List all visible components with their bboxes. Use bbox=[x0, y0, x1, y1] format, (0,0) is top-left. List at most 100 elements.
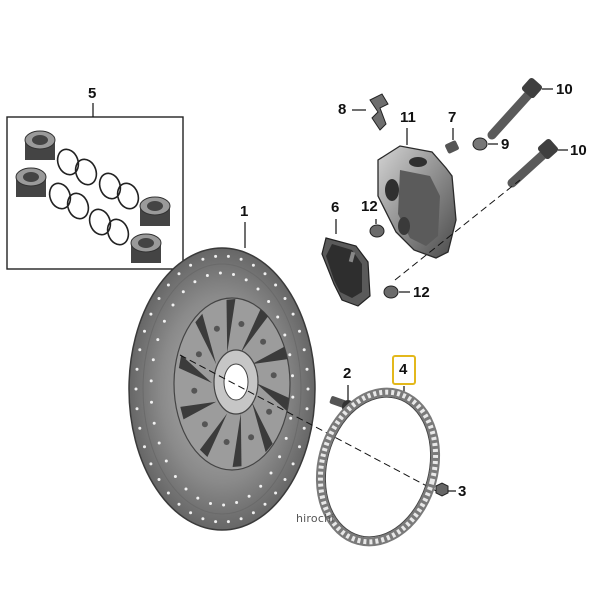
callout-10-upper: 10 bbox=[556, 81, 573, 98]
disc-hole bbox=[209, 502, 212, 505]
caliper-sleeve-lower bbox=[383, 285, 410, 299]
disc-hole bbox=[156, 338, 160, 342]
carrier-rivet bbox=[266, 408, 273, 415]
kit-piston bbox=[24, 130, 56, 160]
disc-hole bbox=[189, 511, 193, 515]
disc-hole bbox=[177, 502, 181, 506]
carrier-spoke bbox=[199, 413, 228, 457]
disc-hole bbox=[205, 274, 209, 277]
disc-hole bbox=[278, 455, 282, 459]
disc-hole bbox=[143, 445, 146, 449]
callout-5: 5 bbox=[88, 85, 97, 102]
callout-2: 2 bbox=[343, 365, 352, 382]
disc-hole bbox=[283, 297, 287, 300]
disc-hole bbox=[196, 496, 200, 500]
disc-hole bbox=[291, 395, 295, 399]
pad-spring bbox=[352, 93, 389, 131]
callout-1: 1 bbox=[240, 203, 249, 220]
disc-hole bbox=[251, 263, 255, 267]
carrier-spoke bbox=[226, 299, 236, 353]
disc-hole bbox=[269, 471, 273, 475]
callout-8: 8 bbox=[338, 101, 347, 118]
abs-sensor-ring bbox=[315, 386, 441, 547]
disc-hole bbox=[149, 312, 153, 316]
brake-pad bbox=[321, 219, 371, 307]
disc-hole bbox=[149, 462, 153, 466]
disc-hole bbox=[274, 283, 278, 287]
bleed-cap bbox=[472, 137, 498, 151]
callout-10-lower: 10 bbox=[570, 142, 587, 159]
disc-hole bbox=[157, 297, 161, 300]
carrier-rivet bbox=[248, 434, 255, 441]
disc-hole bbox=[235, 501, 239, 504]
disc-hole bbox=[149, 379, 153, 383]
disc-hole bbox=[184, 487, 188, 491]
kit-seal-rings bbox=[48, 148, 140, 246]
disc-hole bbox=[152, 421, 156, 425]
caliper-sleeve-upper bbox=[369, 219, 385, 238]
disc-hole bbox=[143, 329, 146, 333]
disc-hole bbox=[288, 353, 292, 357]
carrier-rivet bbox=[201, 421, 208, 428]
disc-hole bbox=[289, 416, 293, 420]
disc-hole bbox=[259, 484, 263, 488]
disc-hole bbox=[247, 494, 251, 498]
callout-7: 7 bbox=[448, 109, 457, 126]
disc-hole bbox=[302, 348, 306, 352]
disc-hole bbox=[177, 272, 181, 276]
disc-hole bbox=[291, 462, 295, 466]
disc-hole bbox=[181, 290, 185, 294]
disc-hole bbox=[306, 387, 310, 391]
carrier-spoke bbox=[178, 355, 212, 383]
disc-hole bbox=[244, 278, 248, 282]
carrier-rivet bbox=[213, 325, 220, 332]
disc-hole bbox=[291, 374, 294, 378]
disc-hole bbox=[135, 367, 139, 371]
disc-hole bbox=[256, 287, 260, 291]
disc-hole bbox=[239, 517, 243, 521]
disc-hole bbox=[164, 459, 168, 463]
carrier-rivet bbox=[223, 439, 230, 445]
disc-hole bbox=[298, 445, 301, 449]
kit-frame bbox=[6, 116, 184, 270]
callout-6: 6 bbox=[331, 199, 340, 216]
disc-hole bbox=[171, 303, 175, 307]
disc-hole bbox=[189, 263, 193, 267]
disc-hole bbox=[232, 273, 235, 276]
disc-hole bbox=[135, 407, 139, 411]
kit-piston bbox=[139, 196, 171, 226]
callout-3: 3 bbox=[458, 483, 467, 500]
piston-seal-kit-group bbox=[6, 103, 184, 270]
carrier-rivet bbox=[191, 387, 198, 394]
disc-hole bbox=[151, 358, 155, 362]
assembly-line bbox=[394, 179, 521, 281]
disc-hole bbox=[193, 280, 197, 284]
axis-line bbox=[179, 354, 441, 494]
caliper-bolt-lower bbox=[507, 138, 568, 188]
disc-hole bbox=[214, 520, 218, 524]
disc-hole bbox=[291, 312, 295, 316]
disc-hole bbox=[263, 272, 267, 276]
disc-hole bbox=[298, 329, 301, 333]
disc-hole bbox=[166, 283, 170, 287]
disc-hole bbox=[218, 271, 222, 275]
disc-hole bbox=[276, 315, 280, 319]
disc-hole bbox=[263, 502, 267, 506]
disc-perforations bbox=[134, 254, 310, 524]
carrier-rivet bbox=[260, 338, 267, 345]
disc-hole bbox=[173, 475, 177, 478]
disc-hole bbox=[162, 319, 166, 323]
carrier-spoke bbox=[180, 401, 217, 420]
caliper-bolt-upper bbox=[487, 77, 553, 140]
disc-hole bbox=[134, 387, 138, 391]
kit-piston bbox=[15, 167, 47, 197]
bleed-valve bbox=[445, 128, 459, 154]
disc-hole bbox=[284, 436, 288, 440]
disc-hole bbox=[226, 520, 230, 524]
disc-hole bbox=[302, 426, 306, 430]
callout-9: 9 bbox=[501, 136, 510, 153]
disc-hole bbox=[150, 400, 153, 404]
brake-caliper bbox=[377, 128, 457, 259]
disc-hole bbox=[201, 257, 205, 261]
